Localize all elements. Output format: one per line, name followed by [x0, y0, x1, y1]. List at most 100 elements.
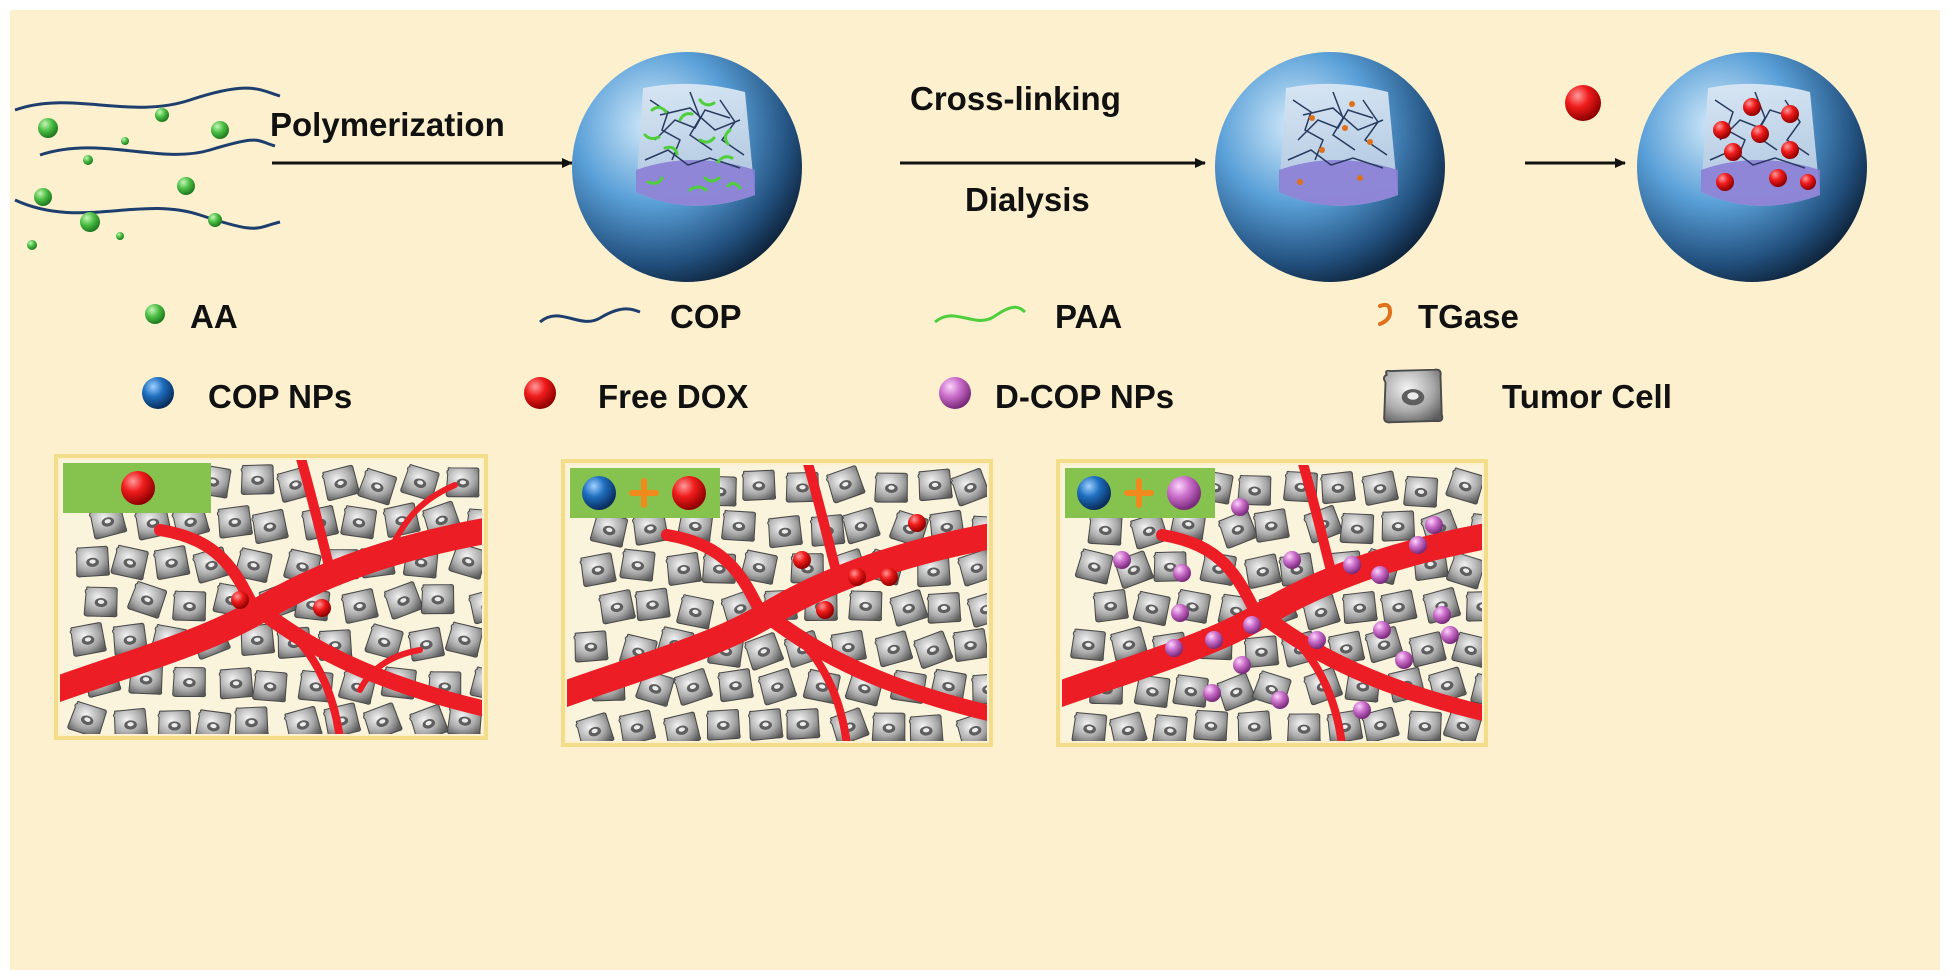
tumor-cell — [1319, 470, 1357, 505]
free-dox-particle — [231, 591, 249, 609]
free-dox-particle — [908, 514, 926, 532]
treatment-tag — [63, 463, 211, 513]
tumor-cell — [216, 504, 254, 539]
tumor-cell — [597, 588, 637, 625]
tumor-cell — [573, 630, 609, 663]
step-crosslinking-label: Cross-linking — [910, 80, 1121, 117]
treatment-tag — [1065, 468, 1215, 518]
free-dox-particle — [848, 568, 866, 586]
free-dox-icon — [524, 377, 556, 409]
dcop-np-particle — [1171, 604, 1189, 622]
cop-chain-icon — [539, 307, 641, 324]
tumor-cell — [785, 708, 821, 740]
tumor-cell — [619, 547, 657, 583]
tumor-cell — [407, 626, 446, 662]
tumor-cell — [251, 669, 289, 704]
tumor-cell — [218, 666, 254, 700]
tumor-cell — [848, 589, 884, 622]
tumor-cell — [1339, 512, 1376, 546]
tumor-cell — [1069, 627, 1108, 663]
dcop-np-particle — [1373, 621, 1391, 639]
treatment-tag — [570, 468, 720, 518]
legend-item-paa: PAA — [934, 298, 1122, 335]
cop-np-icon — [582, 476, 616, 510]
legend-item-cop-nps: COP NPs — [142, 377, 352, 415]
legend-item-free-dox: Free DOX — [524, 377, 748, 415]
dcop-np-particle — [1243, 616, 1261, 634]
tgase-icon — [1378, 302, 1393, 326]
legend-item-aa: AA — [145, 298, 238, 335]
dcop-np-particle — [1425, 516, 1443, 534]
panel-free-dox — [54, 454, 488, 740]
dcop-np-particle — [1409, 536, 1427, 554]
tumor-cell — [720, 509, 758, 543]
dcop-np-particle — [1231, 498, 1249, 516]
cop-np-icon — [1077, 476, 1111, 510]
tumor-cell — [917, 468, 954, 502]
legend-item-tumor-cell: Tumor Cell — [1382, 368, 1672, 424]
free-dox-icon — [121, 471, 155, 505]
tumor-cell — [339, 504, 379, 541]
tumor-cell — [1087, 512, 1124, 547]
blood-vessels — [1062, 465, 1482, 741]
free-dox-particle — [880, 568, 898, 586]
dcop-np-particle — [1173, 564, 1191, 582]
dcop-np-particle — [1308, 631, 1326, 649]
blood-vessels — [567, 465, 987, 741]
step-polymerization-label: Polymerization — [270, 106, 505, 143]
tumor-cell — [741, 469, 777, 501]
tumor-cell — [1407, 709, 1444, 741]
tumor-cell — [716, 667, 755, 703]
tumor-cell — [873, 471, 909, 504]
legend-item-cop: COP — [539, 298, 742, 335]
step-dialysis-label: Dialysis — [965, 181, 1090, 218]
legend-cop-label: COP — [670, 298, 742, 335]
aa-icon — [145, 304, 165, 324]
tumor-cell-icon — [1382, 368, 1444, 424]
tumor-cell — [445, 466, 481, 499]
dcop-np-icon — [939, 377, 971, 409]
tumor-cell — [1360, 470, 1400, 507]
legend-cop-nps-label: COP NPs — [208, 378, 352, 415]
tumor-cell — [83, 585, 119, 619]
tumor-cell — [871, 711, 907, 741]
plus-icon — [629, 478, 659, 508]
legend-aa-label: AA — [190, 298, 238, 335]
tumor-cell — [766, 514, 804, 549]
legend-item-dcop-nps: D-COP NPs — [939, 377, 1174, 415]
dcop-np-particle — [1205, 631, 1223, 649]
tumor-cell — [1252, 507, 1291, 544]
tumor-cell — [1381, 510, 1416, 542]
cop-np-icon — [142, 377, 174, 409]
free-dox-particle — [816, 601, 834, 619]
tumor-cell — [1379, 588, 1418, 625]
particles — [793, 514, 926, 619]
tumor-cell — [665, 551, 703, 587]
free-dox-particle — [793, 551, 811, 569]
tumor-cell — [250, 508, 290, 545]
legend-dcop-nps-label: D-COP NPs — [995, 378, 1174, 415]
tumor-cell — [951, 627, 987, 663]
tumor-cell — [1236, 710, 1272, 741]
dcop-np-particle — [1113, 551, 1131, 569]
tumor-cell — [747, 708, 784, 741]
tumor-cell — [634, 587, 671, 622]
tumor-cell — [171, 666, 207, 698]
legend-free-dox-label: Free DOX — [598, 378, 748, 415]
free-dox-particle — [313, 599, 331, 617]
tumor-cell — [171, 589, 208, 623]
tumor-cell — [1092, 588, 1130, 623]
tumor-cell — [705, 708, 741, 741]
tumor-cell — [1192, 708, 1230, 741]
particles — [231, 591, 331, 617]
tumor-cell — [234, 706, 269, 734]
dcop-np-icon — [1167, 476, 1201, 510]
legend-tgase-label: TGase — [1418, 298, 1519, 335]
tumor-cell — [420, 583, 456, 615]
dox-molecule-add — [1565, 85, 1601, 121]
dox-loaded-cop-nanoparticle — [1637, 52, 1867, 282]
dcop-np-particle — [1343, 556, 1361, 574]
legend: AA COP PAA TGase COP NPs Free DOX D-COP … — [142, 298, 1672, 424]
